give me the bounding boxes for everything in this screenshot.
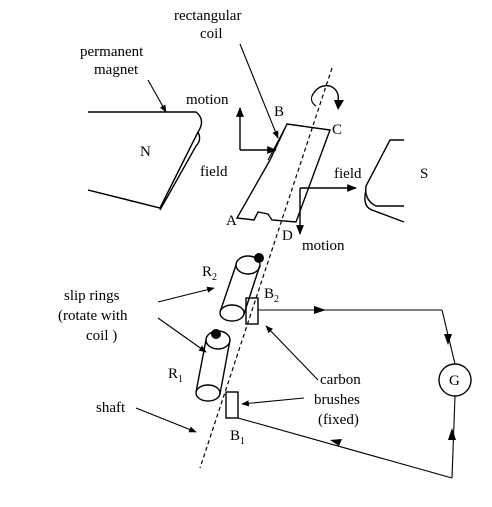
label-carbon-brushes-line1: carbon — [320, 372, 361, 388]
label-ring-r1: R1 — [168, 366, 183, 385]
label-shaft: shaft — [96, 400, 126, 416]
magnet-s-pole — [364, 139, 405, 223]
label-motion-top: motion — [186, 92, 229, 108]
label-permanent-magnet-line1: permanent — [80, 44, 144, 60]
label-brush-b2: B2 — [264, 286, 279, 305]
magnet-n-pole — [87, 111, 203, 211]
label-corner-a: A — [226, 213, 237, 229]
rotation-arrow-icon — [310, 85, 344, 110]
label-slip-rings-line1: slip rings — [64, 288, 120, 304]
shaft-axis — [199, 67, 333, 469]
label-permanent-magnet-line2: magnet — [94, 62, 139, 78]
label-pole-s: S — [420, 166, 428, 182]
label-slip-rings-line2: (rotate with — [58, 308, 128, 324]
label-brush-b1: B1 — [230, 428, 245, 447]
label-field-left: field — [200, 164, 228, 180]
label-ring-r2: R2 — [202, 264, 217, 283]
brush-b2 — [245, 297, 259, 325]
slip-ring-r1 — [195, 329, 231, 402]
rectangular-coil — [235, 123, 331, 223]
label-slip-rings-line3: coil ) — [86, 328, 117, 344]
label-carbon-brushes-line3: (fixed) — [318, 412, 359, 428]
brush-b1 — [225, 391, 239, 419]
label-corner-c: C — [332, 122, 342, 138]
label-rectangular-coil-line2: coil — [200, 26, 223, 42]
label-corner-d: D — [282, 228, 293, 244]
label-field-right: field — [334, 166, 362, 182]
label-pole-n: N — [140, 144, 151, 160]
contact-dot-r1 — [211, 329, 221, 339]
label-carbon-brushes-line2: brushes — [314, 392, 360, 408]
label-corner-b: B — [274, 104, 284, 120]
label-rectangular-coil-line1: rectangular — [174, 8, 241, 24]
label-motion-bottom: motion — [302, 238, 345, 254]
contact-dot-r2 — [254, 253, 264, 263]
label-galvanometer: G — [449, 373, 460, 389]
